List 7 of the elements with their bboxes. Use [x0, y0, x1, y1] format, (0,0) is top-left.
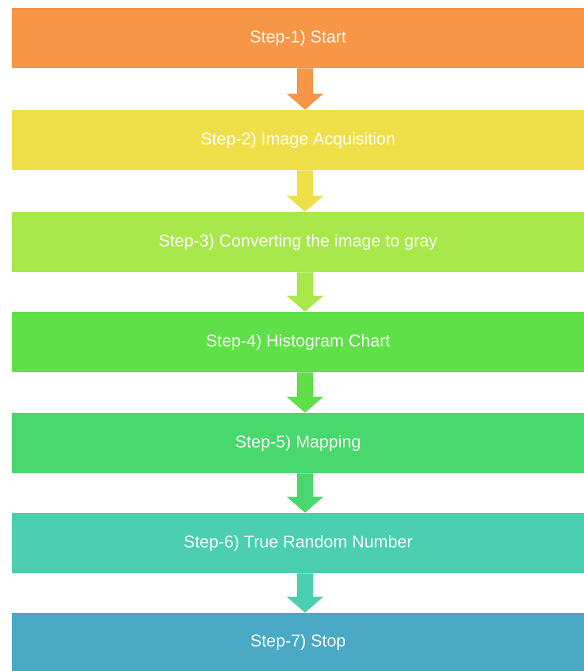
step-box: Step-6) True Random Number	[12, 513, 584, 573]
step-box: Step-1) Start	[12, 8, 584, 68]
step-box: Step-3) Converting the image to gray	[12, 212, 584, 272]
step-box: Step-4) Histogram Chart	[12, 312, 584, 372]
step-box: Step-7) Stop	[12, 613, 584, 671]
step-box: Step-2) Image Acquisition	[12, 110, 584, 170]
step-box: Step-5) Mapping	[12, 413, 584, 473]
